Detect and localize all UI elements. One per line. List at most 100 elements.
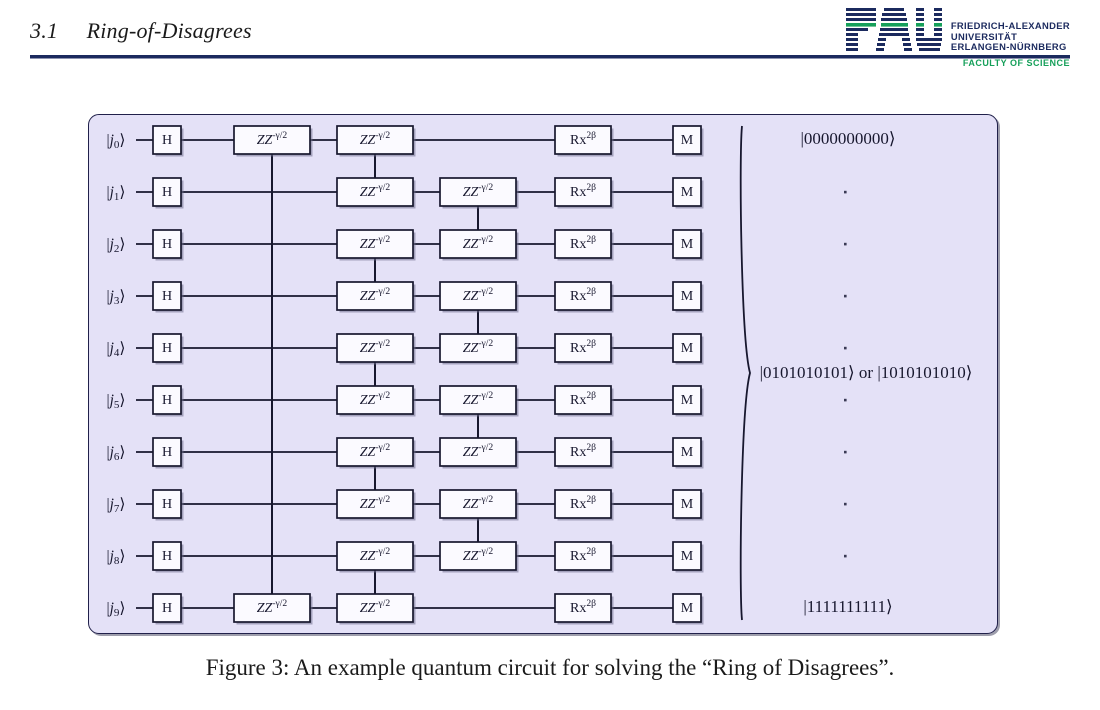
gate-label: H bbox=[162, 237, 172, 252]
rx-gate[interactable]: Rx2β bbox=[554, 125, 614, 157]
zz-gate[interactable]: ZZ-γ/2 bbox=[439, 281, 519, 313]
zz-gate[interactable]: ZZ-γ/2 bbox=[336, 125, 416, 157]
hadamard-gate[interactable]: H bbox=[152, 541, 184, 573]
qubit-label: |j0⟩ bbox=[107, 132, 126, 151]
gate-label: ZZ-γ/2 bbox=[463, 286, 494, 304]
figure-caption: Figure 3: An example quantum circuit for… bbox=[205, 655, 895, 680]
rx-gate[interactable]: Rx2β bbox=[554, 593, 614, 625]
zz-gate[interactable]: ZZ-γ/2 bbox=[439, 489, 519, 521]
zz-gate[interactable]: ZZ-γ/2 bbox=[439, 437, 519, 469]
rx-gate[interactable]: Rx2β bbox=[554, 385, 614, 417]
zz-gate[interactable]: ZZ-γ/2 bbox=[336, 541, 416, 573]
gate-label: ZZ-γ/2 bbox=[463, 442, 494, 460]
hadamard-gate[interactable]: H bbox=[152, 177, 184, 209]
zz-gate[interactable]: ZZ-γ/2 bbox=[439, 385, 519, 417]
zz-gate[interactable]: ZZ-γ/2 bbox=[336, 177, 416, 209]
gate-label: H bbox=[162, 393, 172, 408]
zz-gate[interactable]: ZZ-γ/2 bbox=[336, 593, 416, 625]
zz-gate[interactable]: ZZ-γ/2 bbox=[336, 437, 416, 469]
fau-wordmark: FRIEDRICH-ALEXANDER UNIVERSITÄT ERLANGEN… bbox=[950, 20, 1070, 53]
measurement-gate[interactable]: M bbox=[672, 333, 704, 365]
hadamard-gate[interactable]: H bbox=[152, 489, 184, 521]
hadamard-gate[interactable]: H bbox=[152, 593, 184, 625]
rx-gate[interactable]: Rx2β bbox=[554, 489, 614, 521]
zz-gate[interactable]: ZZ-γ/2 bbox=[439, 333, 519, 365]
zz-gate[interactable]: ZZ-γ/2 bbox=[336, 229, 416, 261]
output-state-bottom: |1111111111⟩ bbox=[803, 597, 892, 616]
qubit-label: |j3⟩ bbox=[107, 288, 126, 307]
hadamard-gate[interactable]: H bbox=[152, 281, 184, 313]
gate-label: M bbox=[681, 393, 694, 408]
hadamard-gate[interactable]: H bbox=[152, 437, 184, 469]
gate-label: H bbox=[162, 549, 172, 564]
measurement-gate[interactable]: M bbox=[672, 541, 704, 573]
gate-label: ZZ-γ/2 bbox=[360, 494, 391, 512]
measurement-gate[interactable]: M bbox=[672, 281, 704, 313]
gate-label: H bbox=[162, 497, 172, 512]
gate-label: ZZ-γ/2 bbox=[463, 234, 494, 252]
gate-label: ZZ-γ/2 bbox=[257, 130, 288, 148]
qubit-label: |j4⟩ bbox=[107, 340, 126, 359]
measurement-gate[interactable]: M bbox=[672, 489, 704, 521]
output-brace bbox=[739, 125, 751, 621]
measurement-gate[interactable]: M bbox=[672, 229, 704, 261]
rx-gate[interactable]: Rx2β bbox=[554, 437, 614, 469]
gate-label: ZZ-γ/2 bbox=[463, 546, 494, 564]
gate-label: M bbox=[681, 289, 694, 304]
zz-gate[interactable]: ZZ-γ/2 bbox=[233, 125, 313, 157]
gate-label: ZZ-γ/2 bbox=[257, 598, 288, 616]
figure-panel bbox=[88, 114, 998, 634]
gate-label: Rx2β bbox=[570, 286, 596, 304]
gate-label: Rx2β bbox=[570, 442, 596, 460]
measurement-gate[interactable]: M bbox=[672, 437, 704, 469]
vertical-ellipsis-dot bbox=[844, 502, 847, 506]
gate-label: ZZ-γ/2 bbox=[463, 494, 494, 512]
zz-gate[interactable]: ZZ-γ/2 bbox=[336, 281, 416, 313]
vertical-ellipsis-dot bbox=[844, 294, 847, 298]
hadamard-gate[interactable]: H bbox=[152, 229, 184, 261]
hadamard-gate[interactable]: H bbox=[152, 125, 184, 157]
qubit-label: |j5⟩ bbox=[107, 392, 126, 411]
hadamard-gate[interactable]: H bbox=[152, 385, 184, 417]
rx-gate[interactable]: Rx2β bbox=[554, 229, 614, 261]
measurement-gate[interactable]: M bbox=[672, 125, 704, 157]
qubit-label: |j2⟩ bbox=[107, 236, 126, 255]
zz-gate[interactable]: ZZ-γ/2 bbox=[439, 541, 519, 573]
measurement-gate[interactable]: M bbox=[672, 593, 704, 625]
rx-gate[interactable]: Rx2β bbox=[554, 333, 614, 365]
fau-logo: FRIEDRICH-ALEXANDER UNIVERSITÄT ERLANGEN… bbox=[845, 8, 1070, 53]
qubit-label: |j7⟩ bbox=[107, 496, 126, 515]
gate-label: M bbox=[681, 549, 694, 564]
zz-gate[interactable]: ZZ-γ/2 bbox=[233, 593, 313, 625]
gate-label: H bbox=[162, 133, 172, 148]
gate-label: Rx2β bbox=[570, 182, 596, 200]
page-header: 3.1 Ring-of-Disagrees bbox=[0, 0, 1100, 70]
qubit-label: |j9⟩ bbox=[107, 600, 126, 619]
rx-gate[interactable]: Rx2β bbox=[554, 177, 614, 209]
measurement-gate[interactable]: M bbox=[672, 177, 704, 209]
zz-gate[interactable]: ZZ-γ/2 bbox=[336, 333, 416, 365]
rx-gate[interactable]: Rx2β bbox=[554, 541, 614, 573]
measurement-gate[interactable]: M bbox=[672, 385, 704, 417]
qubit-label: |j1⟩ bbox=[107, 184, 126, 203]
vertical-ellipsis-dot bbox=[844, 450, 847, 454]
hadamard-gate[interactable]: H bbox=[152, 333, 184, 365]
rx-gate[interactable]: Rx2β bbox=[554, 281, 614, 313]
gate-label: ZZ-γ/2 bbox=[360, 234, 391, 252]
gate-label: ZZ-γ/2 bbox=[463, 182, 494, 200]
gate-label: M bbox=[681, 601, 694, 616]
gate-label: H bbox=[162, 289, 172, 304]
gate-label: Rx2β bbox=[570, 234, 596, 252]
zz-gate[interactable]: ZZ-γ/2 bbox=[439, 229, 519, 261]
gate-label: H bbox=[162, 445, 172, 460]
gate-label: ZZ-γ/2 bbox=[463, 390, 494, 408]
gate-label: ZZ-γ/2 bbox=[360, 182, 391, 200]
gate-label: M bbox=[681, 185, 694, 200]
gate-label: ZZ-γ/2 bbox=[360, 598, 391, 616]
zz-gate[interactable]: ZZ-γ/2 bbox=[439, 177, 519, 209]
zz-gate[interactable]: ZZ-γ/2 bbox=[336, 489, 416, 521]
zz-gate[interactable]: ZZ-γ/2 bbox=[336, 385, 416, 417]
gate-label: ZZ-γ/2 bbox=[360, 442, 391, 460]
fau-faculty-label: FACULTY OF SCIENCE bbox=[962, 58, 1070, 68]
gate-label: M bbox=[681, 133, 694, 148]
